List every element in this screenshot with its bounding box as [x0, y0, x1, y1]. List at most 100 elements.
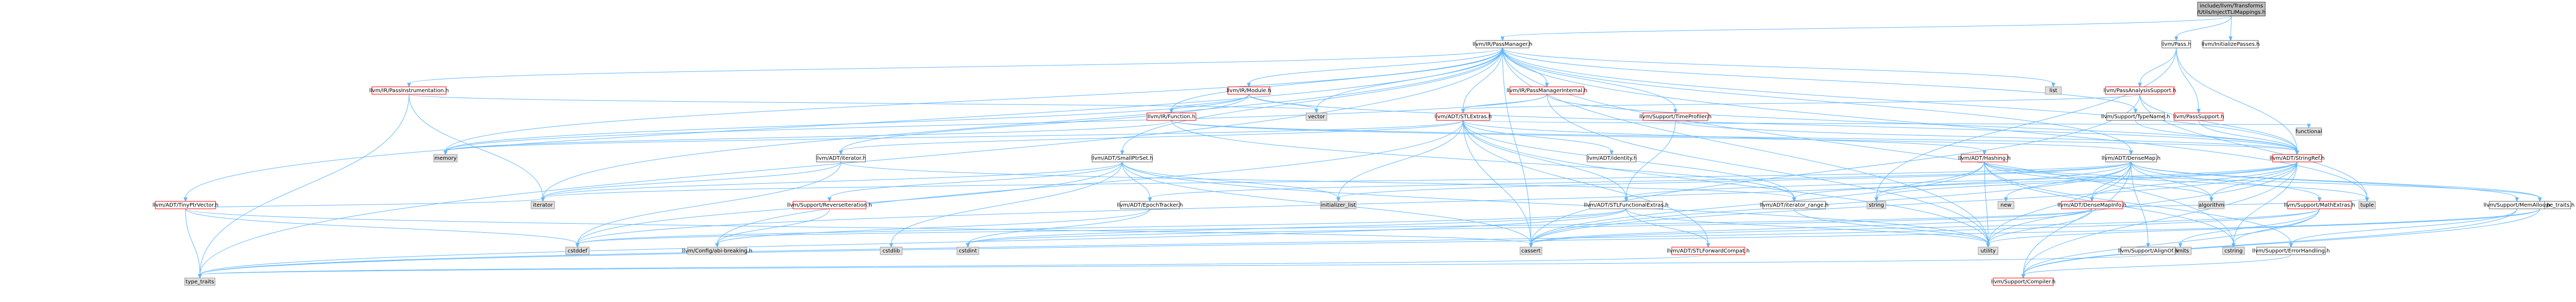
node-box: [1227, 86, 1270, 95]
edge-arrowhead: [827, 197, 832, 202]
node-passinstr[interactable]: llvm/IR/PassInstrumentation.h: [369, 86, 449, 95]
node-densemapinfo[interactable]: llvm/ADT/DenseMapInfo.h: [2058, 201, 2127, 209]
edge-line: [1502, 47, 1988, 244]
node-box: [1993, 277, 2054, 286]
node-compiler[interactable]: llvm/Support/Compiler.h: [1991, 277, 2055, 286]
node-errorhandling[interactable]: llvm/Support/ErrorHandling.h: [2252, 247, 2330, 255]
node-stlextras[interactable]: llvm/ADT/STLExtras.h: [1434, 112, 1492, 121]
node-box: [2106, 112, 2165, 121]
edge-line: [717, 208, 830, 244]
node-box: [2202, 40, 2259, 48]
node-box: [2222, 247, 2245, 255]
edge-arrowhead: [2174, 36, 2178, 42]
edge-arrowhead: [575, 243, 580, 248]
node-aligncxx[interactable]: llvm/Support/AlignOf.h: [2118, 247, 2178, 255]
node-box: [1475, 40, 1530, 48]
edge-line: [717, 120, 1464, 244]
node-label: llvm/ADT/STLFunctionalExtras.h: [1584, 202, 1669, 208]
node-pmi[interactable]: llvm/IR/PassManagerInternal.h: [1507, 86, 1588, 95]
node-function[interactable]: llvm/IR/Function.h: [1146, 112, 1196, 121]
edge-passinstr-to-vector: [409, 94, 1319, 114]
node-identity[interactable]: llvm/ADT/identity.h: [1587, 154, 1637, 162]
edge-stringref-to-iterrange: [1792, 161, 2298, 202]
node-label: initializer_list: [1321, 202, 1356, 208]
node-root[interactable]: include/llvm/Transforms/Utils/InjectTLIM…: [2197, 2, 2266, 17]
node-label: llvm/Pass.h: [2161, 42, 2191, 47]
node-stringref[interactable]: llvm/ADT/StringRef.h: [2269, 154, 2325, 162]
edge-arrowhead: [1500, 36, 1505, 42]
node-label: llvm/IR/PassInstrumentation.h: [369, 88, 449, 94]
node-pass[interactable]: llvm/Pass.h: [2161, 40, 2191, 48]
edge-line: [2023, 161, 2298, 275]
node-timeprofiler[interactable]: llvm/Support/TimeProfiler.h: [1639, 112, 1712, 121]
node-typename[interactable]: llvm/Support/TypeName.h: [2101, 112, 2170, 121]
node-box: [1671, 247, 1745, 255]
dependency-edges: [183, 15, 2542, 279]
node-initpasses[interactable]: llvm/InitializePasses.h: [2201, 40, 2260, 48]
edge-pmi-to-memory: [443, 94, 1547, 156]
node-stlfunctional[interactable]: llvm/ADT/STLFunctionalExtras.h: [1584, 201, 1669, 209]
node-box: [2272, 154, 2322, 162]
edge-arrowhead: [2146, 243, 2150, 248]
dependency-nodes: include/llvm/Transforms/Utils/InjectTLIM…: [153, 2, 2574, 286]
edge-epochtracker-to-abi: [715, 208, 1150, 248]
node-passsupport[interactable]: llvm/PassSupport.h: [2173, 112, 2224, 121]
node-label: llvm/Support/ErrorHandling.h: [2252, 248, 2330, 254]
edge-stringref-to-compiler: [2021, 161, 2298, 279]
node-box: [2358, 201, 2376, 209]
edge-arrowhead: [1336, 197, 1341, 202]
edge-arrowhead: [2538, 197, 2542, 202]
edge-densemap-to-mathextras: [2131, 161, 2322, 202]
node-passanalysis[interactable]: llvm/PassAnalysisSupport.h: [2103, 86, 2176, 95]
node-mathextras[interactable]: llvm/Support/MathExtras.h: [2284, 201, 2355, 209]
node-iterrange[interactable]: llvm/ADT/iterator_range.h: [1760, 201, 1829, 209]
node-label: llvm/Support/ReverseIteration.h: [787, 202, 872, 208]
edge-tinyptrvector-to-iterator: [185, 197, 545, 209]
node-iterator-h[interactable]: llvm/ADT/iterator.h: [816, 154, 866, 162]
edge-line: [1171, 120, 2132, 152]
edge-arrowhead: [1120, 150, 1125, 156]
node-stlforward[interactable]: llvm/ADT/STLForwardCompat.h: [1667, 247, 1750, 255]
node-memalloc[interactable]: llvm/Support/MemAlloc.h: [2483, 201, 2550, 209]
node-abi: llvm/Config/abi-breaking.h: [682, 247, 753, 255]
node-vector: vector: [1306, 112, 1327, 121]
edge-arrowhead: [2021, 274, 2026, 279]
node-label: llvm/Support/MemAlloc.h: [2483, 202, 2550, 208]
edge-line: [1502, 47, 2298, 152]
node-smallptrset[interactable]: llvm/ADT/SmallPtrSet.h: [1091, 154, 1153, 162]
node-module[interactable]: llvm/IR/Module.h: [1227, 86, 1272, 95]
node-epochtracker[interactable]: llvm/ADT/EpochTracker.h: [1117, 201, 1183, 209]
node-label: climits: [2172, 248, 2189, 254]
node-heuristic[interactable]: llvm/Support/ReverseIteration.h: [787, 201, 872, 209]
node-label: list: [2050, 88, 2058, 94]
edge-line: [2140, 47, 2177, 84]
node-box: [792, 201, 866, 209]
edge-arrowhead: [1982, 150, 1987, 156]
edge-arrowhead: [2228, 36, 2233, 42]
edge-arrowhead: [541, 197, 545, 202]
node-label: type_traits: [186, 279, 214, 285]
node-string: string: [1867, 201, 1886, 209]
edge-arrowhead: [443, 150, 448, 156]
edge-arrowhead: [1246, 83, 1251, 88]
edge-line: [1463, 120, 1612, 152]
node-label: llvm/PassAnalysisSupport.h: [2103, 88, 2176, 94]
edge-line: [1150, 161, 2132, 199]
edge-line: [200, 94, 409, 275]
edge-stlextras-to-memory: [443, 120, 1464, 156]
node-label: llvm/ADT/EpochTracker.h: [1117, 202, 1183, 208]
edge-line: [1531, 161, 2132, 244]
edge-root-to-initpasses: [2228, 15, 2233, 42]
node-densemap[interactable]: llvm/ADT/DenseMap.h: [2102, 154, 2161, 162]
node-passmanager[interactable]: llvm/IR/PassManager.h: [1473, 40, 1532, 48]
edge-line: [445, 94, 1547, 152]
edge-stlextras-to-functional: [1463, 120, 2311, 129]
node-hashing[interactable]: llvm/ADT/Hashing.h: [1958, 154, 2011, 162]
edge-arrowhead: [1624, 197, 1629, 202]
edge-arrowhead: [889, 243, 894, 248]
edge-line: [200, 47, 1503, 275]
node-box: [2045, 86, 2062, 95]
node-label: llvm/InitializePasses.h: [2201, 42, 2259, 47]
edge-smallptrset-to-heuristic: [827, 161, 1122, 202]
node-tinyptrvector[interactable]: llvm/ADT/TinyPtrVector.h: [153, 201, 219, 209]
